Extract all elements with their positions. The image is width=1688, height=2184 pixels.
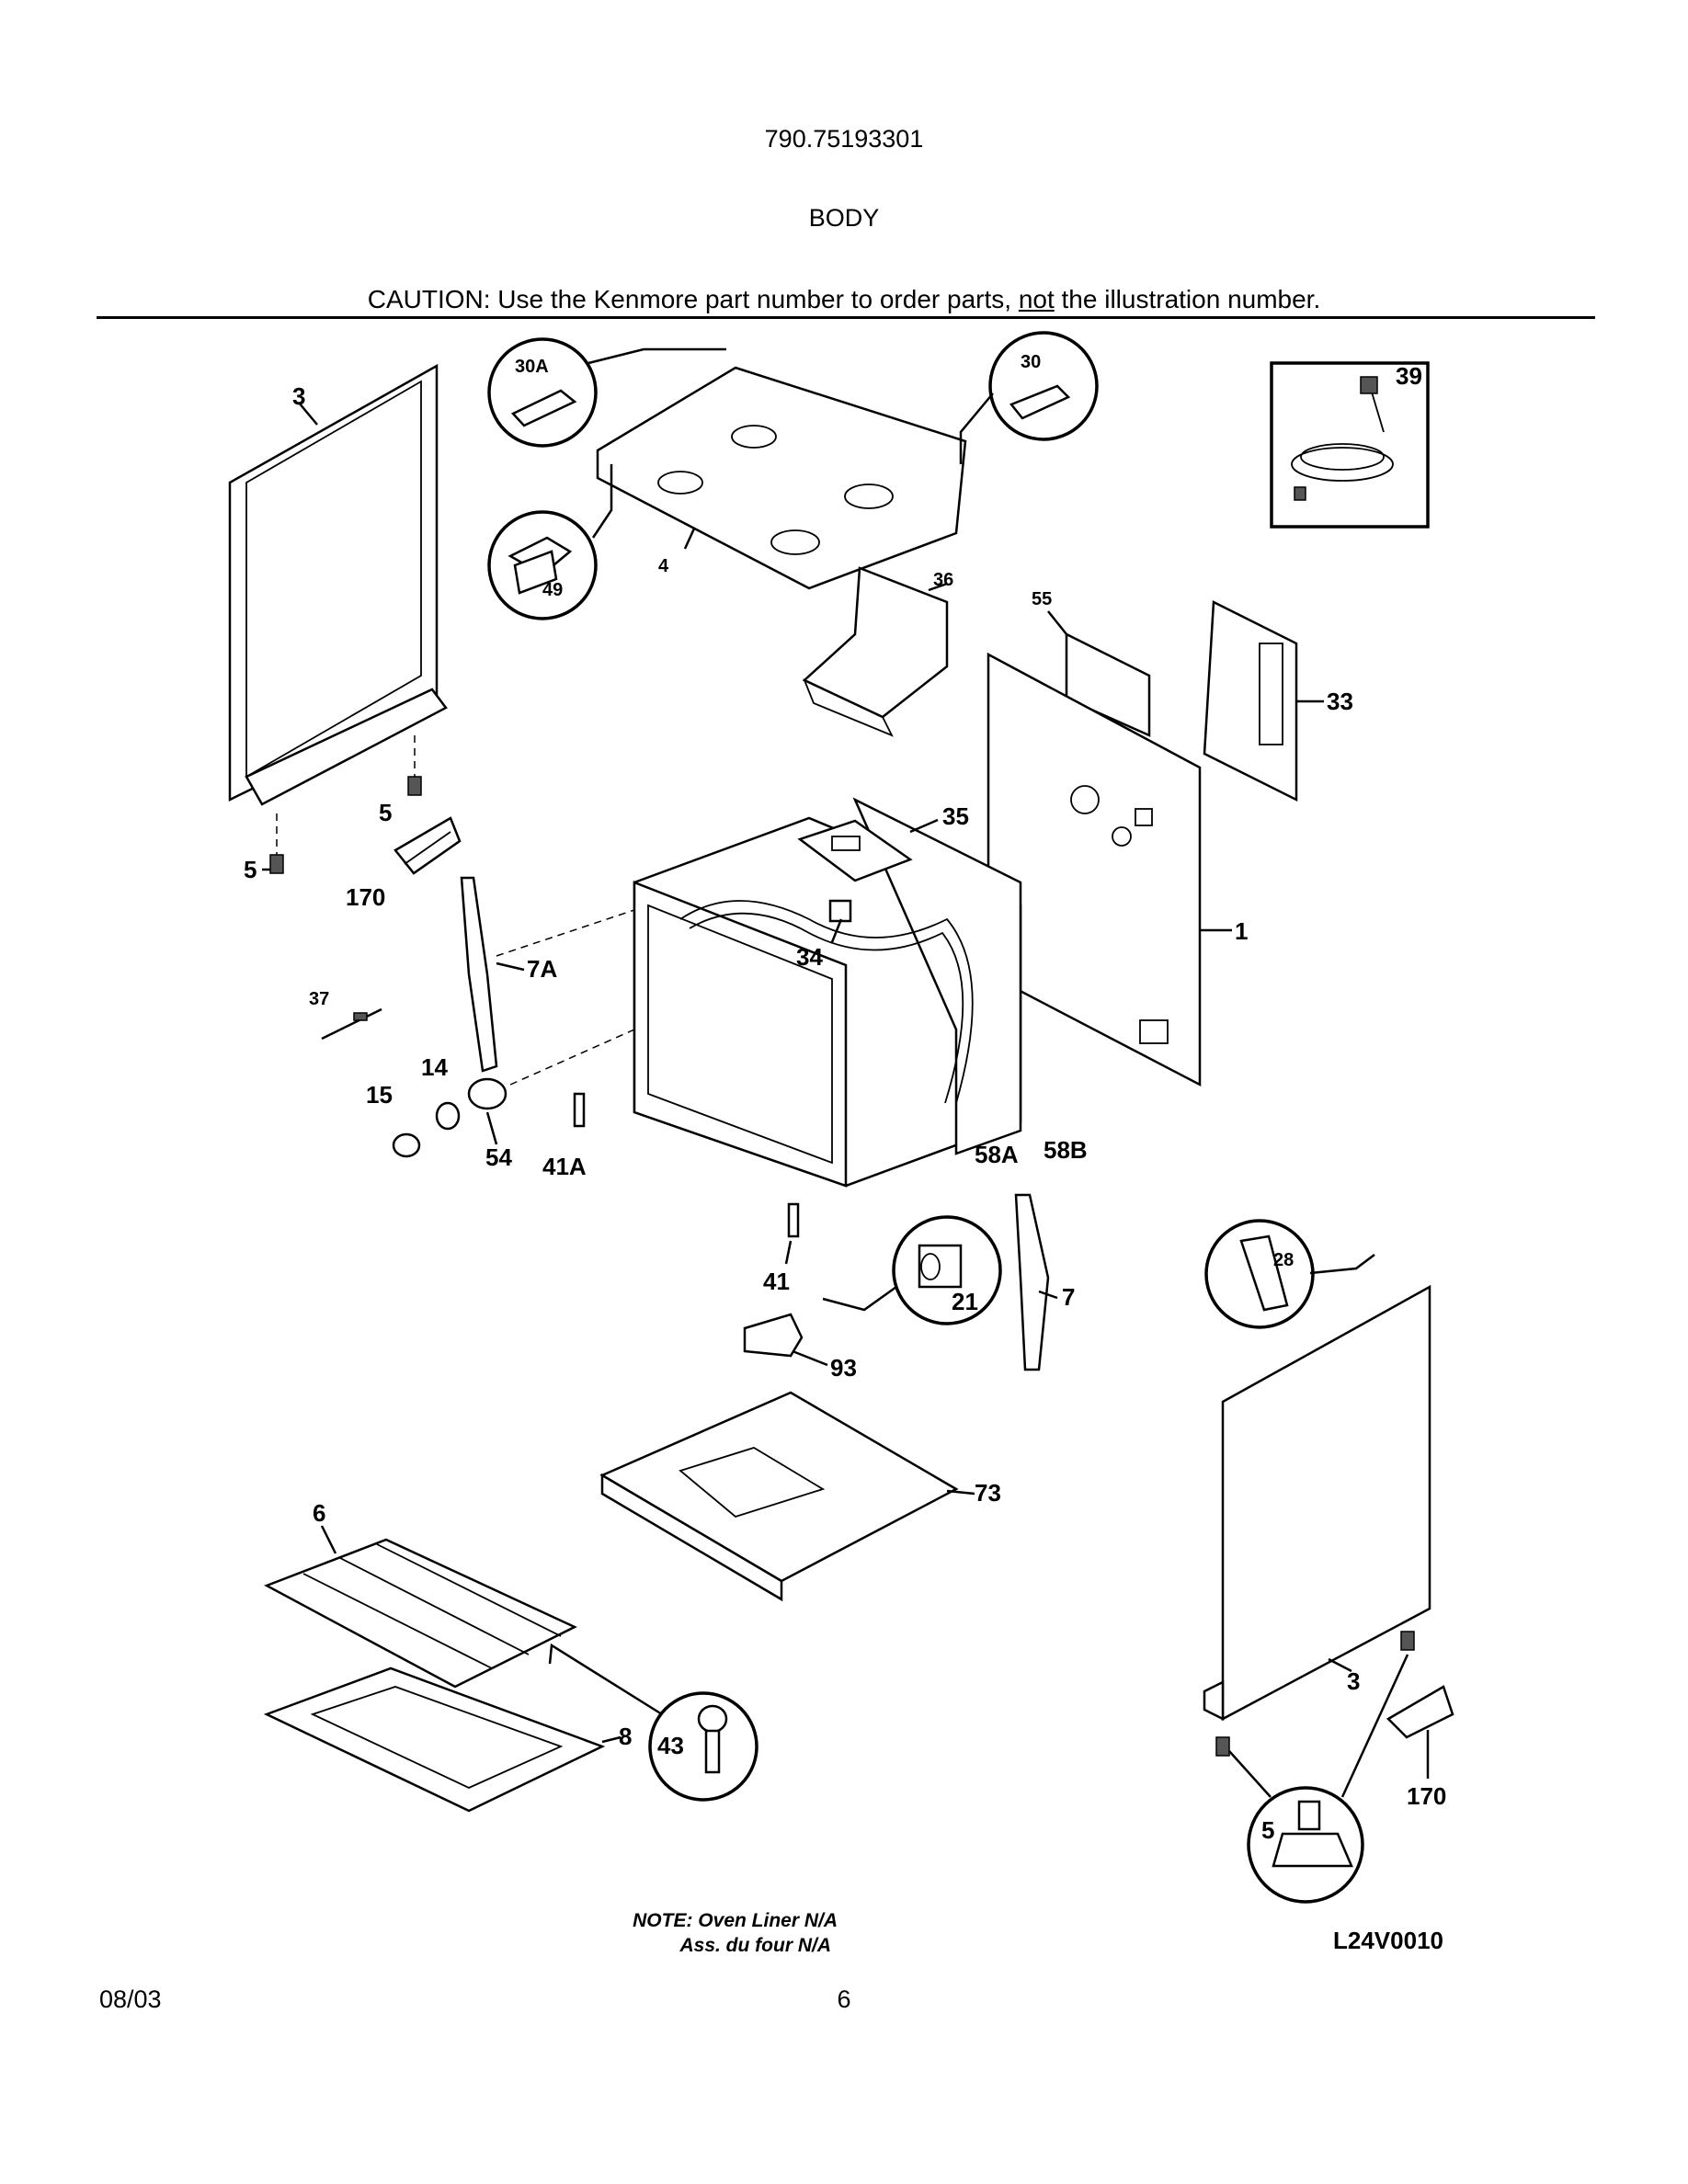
part-lamp-cover-54 (467, 1077, 508, 1110)
part-bracket-41 (787, 1202, 800, 1238)
caution-underlined: not (1018, 285, 1055, 313)
caution-prefix: CAUTION: Use the Kenmore part number to … (367, 285, 1019, 313)
callout-41a: 41A (542, 1153, 587, 1180)
part-screw-right-2 (1215, 1736, 1230, 1757)
part-vent-plate-35 (797, 819, 913, 882)
section-title: BODY (808, 204, 880, 232)
part-oven-bottom-73 (599, 1391, 959, 1602)
part-side-panel-right (1203, 1284, 1431, 1722)
callout-8: 8 (619, 1723, 632, 1750)
callout-170-left: 170 (346, 883, 385, 911)
footer-date: 08/03 (99, 1985, 162, 2013)
callout-1: 1 (1235, 917, 1248, 945)
callout-35: 35 (942, 802, 969, 830)
callout-33: 33 (1327, 688, 1353, 715)
part-broiler-pan-8 (263, 1666, 606, 1813)
note-oven-liner-french: Ass. du four N/A (679, 1935, 831, 1956)
callout-5-right: 5 (1261, 1816, 1274, 1844)
part-lamp-socket-14 (435, 1101, 461, 1131)
detail-bubble-49 (487, 510, 598, 620)
callout-39: 39 (1396, 362, 1422, 390)
part-oven-vent-duct-36 (802, 566, 949, 737)
callout-43: 43 (657, 1732, 684, 1759)
callout-15: 15 (366, 1081, 393, 1109)
part-side-panel-left (228, 363, 448, 806)
detail-bubble-30 (988, 331, 1099, 441)
callout-34: 34 (796, 943, 823, 971)
callout-7: 7 (1062, 1283, 1075, 1311)
callout-41: 41 (763, 1268, 790, 1295)
callout-28: 28 (1273, 1250, 1294, 1270)
detail-bubble-30a (487, 337, 598, 448)
page-number: 6 (837, 1985, 851, 2013)
caution-suffix: the illustration number. (1054, 285, 1321, 313)
part-lamp-bulb-15 (392, 1132, 421, 1158)
part-sensor-37 (321, 1007, 382, 1041)
part-element-cover-93 (743, 1313, 804, 1358)
callout-5-a: 5 (379, 799, 392, 826)
caution-note: CAUTION: Use the Kenmore part number to … (0, 285, 1688, 314)
part-oven-rack-6 (264, 1538, 577, 1689)
part-screw-5b (269, 813, 284, 874)
part-bracket-170-right (1386, 1685, 1454, 1739)
part-rear-shield-55 (1065, 631, 1151, 737)
callout-14: 14 (421, 1053, 448, 1081)
callout-37: 37 (309, 989, 329, 1009)
part-cooktop-burner-box (596, 366, 967, 590)
note-oven-liner: NOTE: Oven Liner N/A (633, 1910, 838, 1931)
drawing-code: L24V0010 (1333, 1927, 1443, 1954)
part-hinge-7 (1014, 1193, 1050, 1371)
callout-49: 49 (542, 580, 563, 600)
callout-5-b: 5 (244, 856, 257, 883)
part-oven-cavity (633, 797, 1022, 1188)
callout-170-right: 170 (1407, 1782, 1446, 1810)
callout-55: 55 (1032, 589, 1052, 609)
detail-bubble-28 (1204, 1219, 1315, 1329)
header-rule (97, 316, 1595, 319)
callout-58a: 58A (975, 1141, 1019, 1168)
callout-30a: 30A (515, 357, 549, 377)
callout-21: 21 (952, 1288, 978, 1315)
part-vent-insert-34 (828, 899, 852, 923)
callout-58b: 58B (1044, 1136, 1088, 1164)
callout-7a: 7A (527, 955, 557, 983)
callout-54: 54 (485, 1143, 512, 1171)
callout-3-left: 3 (292, 382, 305, 410)
part-screw-5a (407, 735, 422, 796)
part-screw-right (1400, 1631, 1415, 1651)
callout-36: 36 (933, 570, 953, 590)
detail-bubble-43 (648, 1691, 758, 1802)
callout-30: 30 (1021, 352, 1041, 372)
model-number: 790.75193301 (764, 125, 924, 153)
part-power-cord-box (1270, 361, 1430, 529)
callout-6: 6 (313, 1499, 325, 1527)
part-bracket-170-left (393, 816, 462, 875)
part-bracket-41a (573, 1092, 586, 1128)
callout-4: 4 (658, 556, 669, 576)
callout-3-right: 3 (1347, 1667, 1360, 1695)
callout-93: 93 (830, 1354, 857, 1382)
part-side-shield-33 (1203, 600, 1298, 802)
part-hinge-7a (460, 876, 498, 1073)
detail-bubble-21 (892, 1215, 1002, 1325)
detail-bubble-5 (1247, 1786, 1364, 1904)
callout-73: 73 (975, 1479, 1001, 1507)
